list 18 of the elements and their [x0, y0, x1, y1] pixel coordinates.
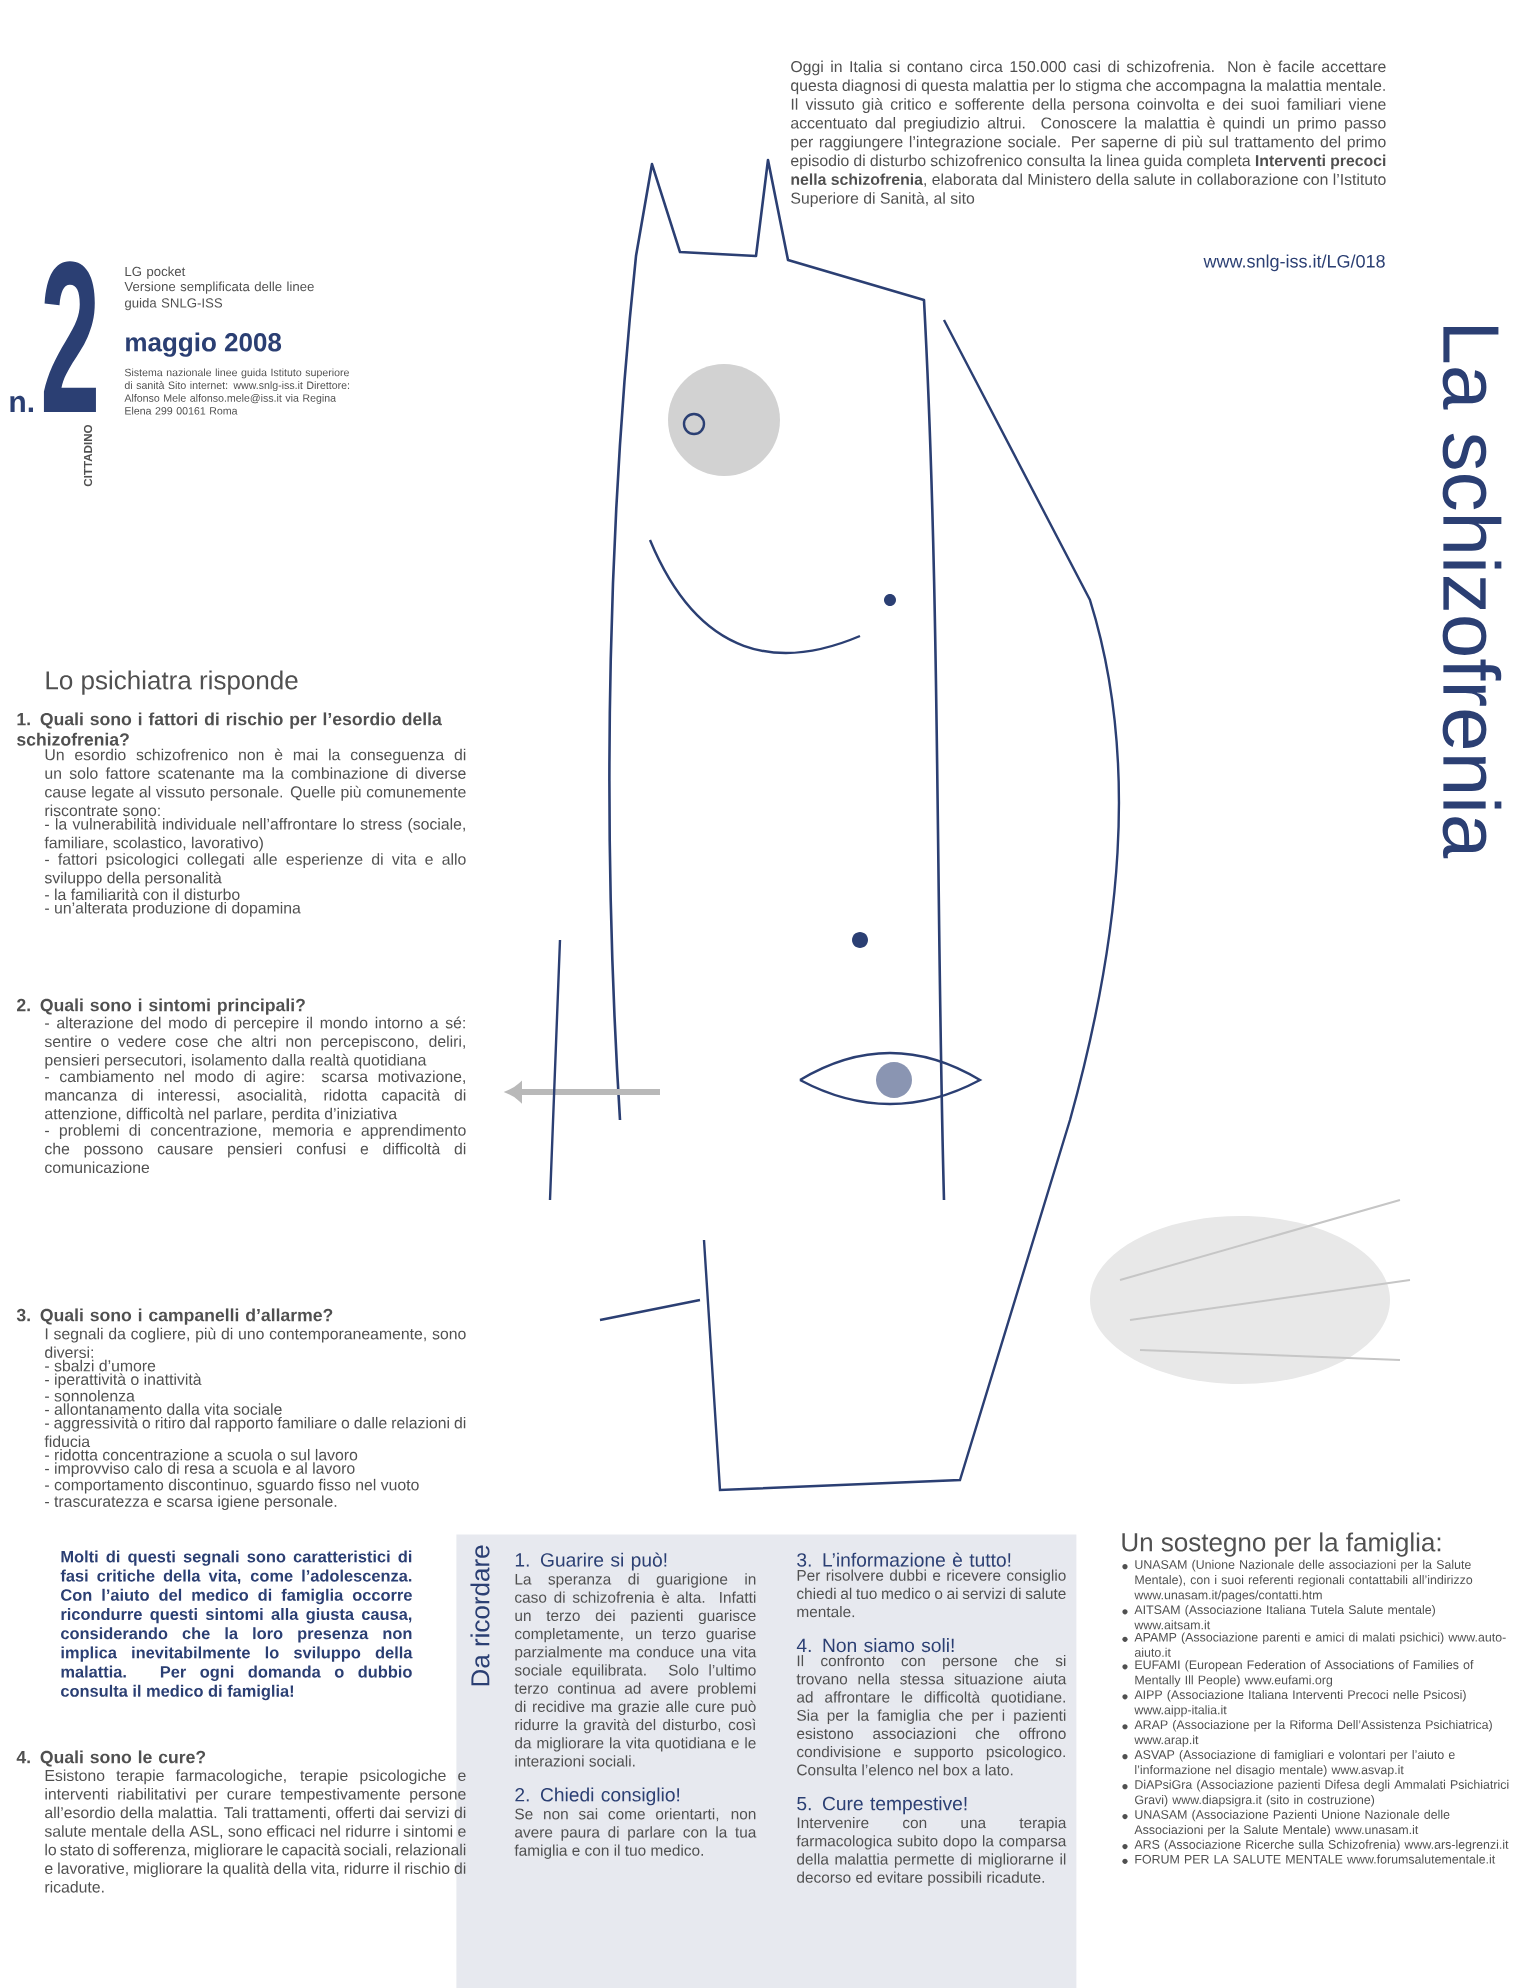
list-heading: Un sostegno per la famiglia:: [1122, 1532, 1441, 1557]
title: La schizofrenia: [1442, 327, 1502, 859]
panel-item-heading: 4. Non siamo soli!: [796, 1638, 954, 1653]
panel-item-heading: 3. L’informazione è tutto!: [797, 1552, 1011, 1567]
question-heading: 3. Quali sono i campanelli d’allarme?: [16, 1308, 333, 1325]
question-heading: 4. Quali sono le cure?: [16, 1750, 206, 1767]
panel-item-heading: 1. Guarire si può!: [515, 1552, 667, 1571]
section-heading: Lo psichiatra risponde: [46, 670, 298, 695]
panel-heading: Da ricordare: [470, 1545, 490, 1686]
highlight-paragraph: Molti di questi segnali sono caratteristici di fasi critiche della vita, come l’adolescenza. Con l’aiuto del medico di famiglia occorre ricondurre questi sintomi alla giusta causa, considerando che la loro presenza non implica inevitabilmente lo sviluppo della malattia. Per ogni domanda o dubbio consulta il medico di famiglia!: [60, 1550, 413, 1701]
panel-item-heading: 5. Cure tempestive!: [797, 1796, 967, 1815]
date-heading: maggio 2008: [126, 332, 282, 357]
question-heading: 2. Quali sono i sintomi principali?: [17, 998, 305, 1015]
issue-label: n.: [10, 395, 33, 412]
panel-item-heading: 2. Chiedi consiglio!: [515, 1787, 680, 1806]
website-link: www.snlg-iss.it/LG/018: [1203, 254, 1385, 272]
question-heading: 1. Quali sono i fattori di rischio per l’esordio della schizofrenia?: [17, 712, 442, 746]
issue-number: 2: [43, 261, 96, 412]
